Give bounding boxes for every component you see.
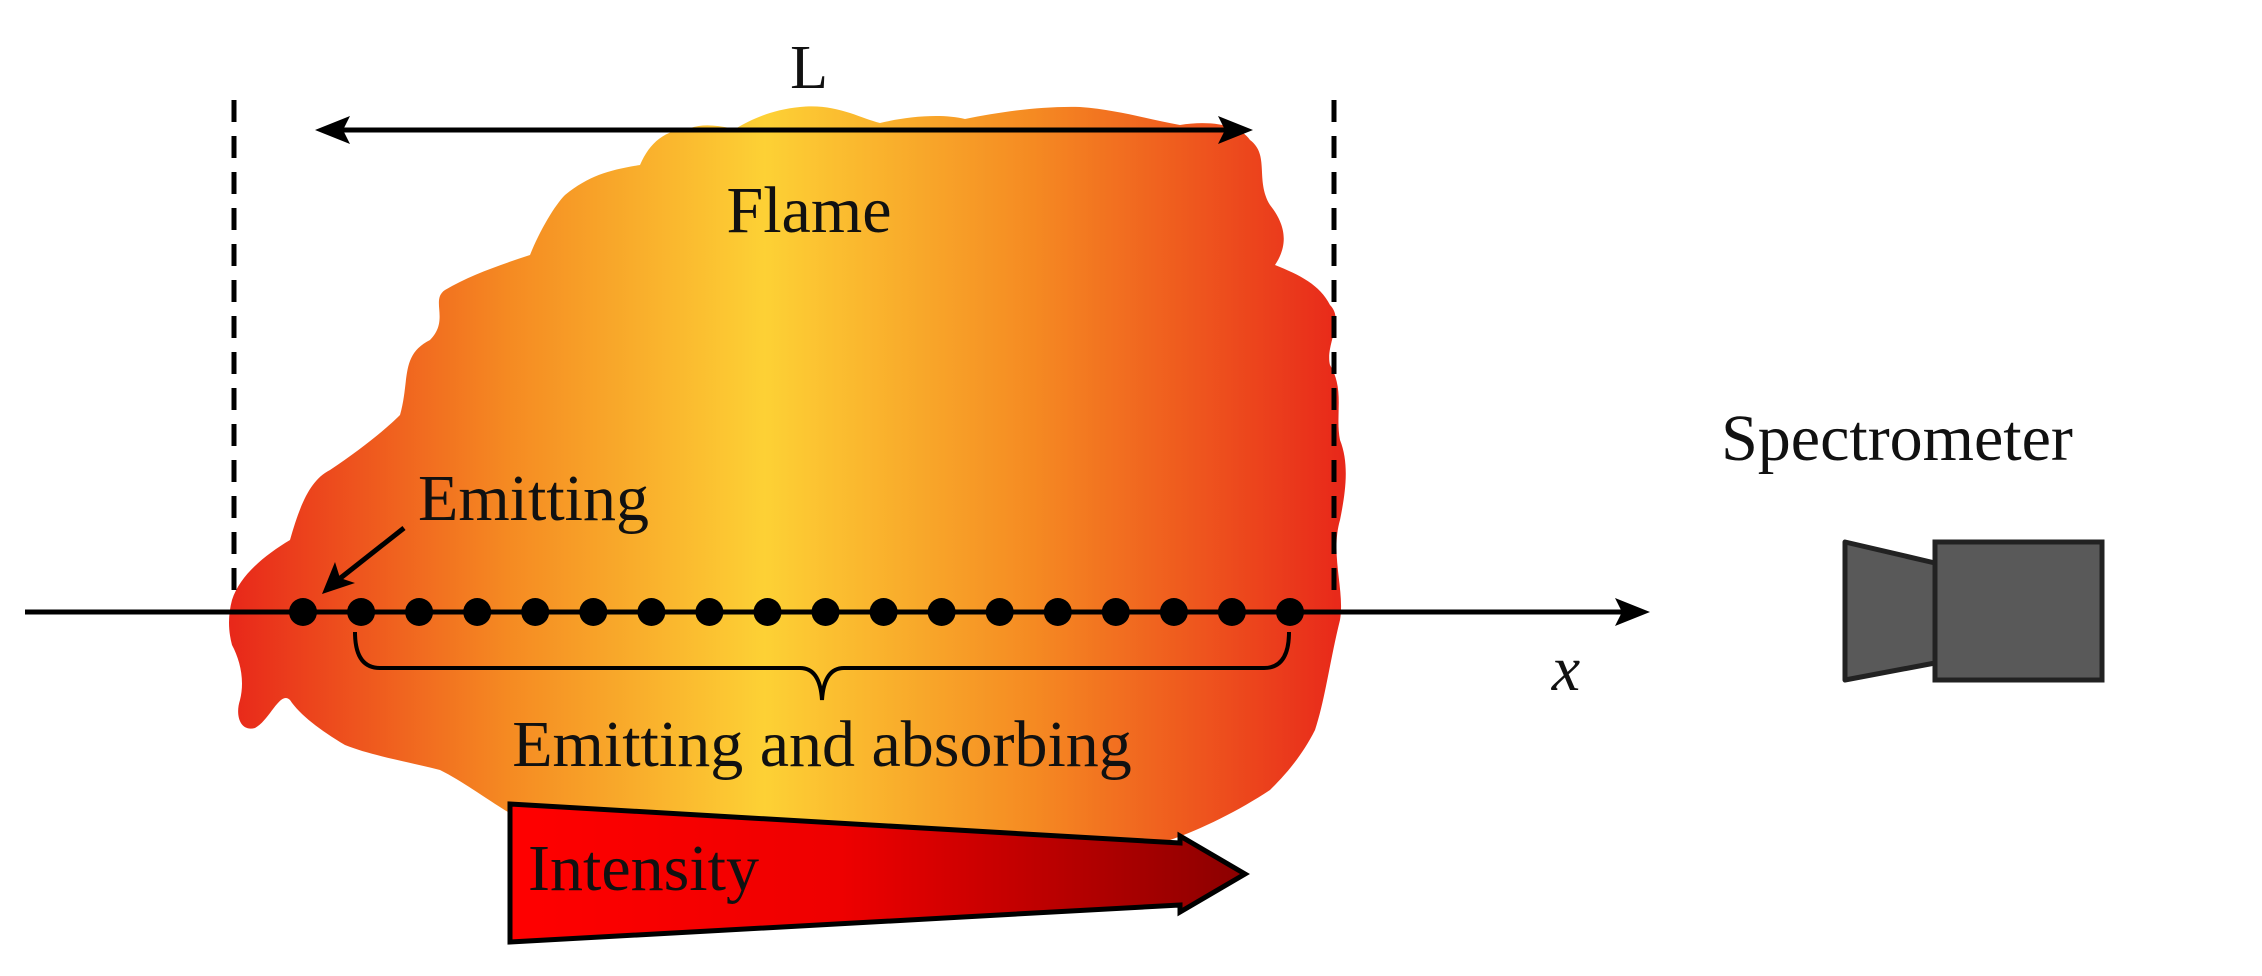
- flame-shape: [229, 106, 1346, 860]
- intensity-label: Intensity: [528, 832, 759, 905]
- line-of-sight-point: [1101, 598, 1130, 626]
- line-of-sight-point: [521, 598, 550, 626]
- line-of-sight-point: [695, 598, 724, 626]
- line-of-sight-point: [1276, 598, 1304, 626]
- x-axis-label: x: [1551, 633, 1580, 704]
- emitting-label: Emitting: [418, 462, 649, 535]
- line-of-sight-point: [1043, 598, 1072, 626]
- emitting-absorbing-brace: [353, 631, 1291, 701]
- spectrometer-label: Spectrometer: [1721, 402, 2073, 475]
- line-of-sight-point: [985, 598, 1014, 626]
- emitting-pointer-arrow: [322, 526, 406, 594]
- line-of-sight-point: [927, 598, 956, 626]
- intensity-wedge-arrow: [507, 801, 1250, 945]
- emitting-absorbing-label: Emitting and absorbing: [512, 708, 1132, 781]
- line-of-sight-point: [463, 598, 492, 626]
- line-of-sight-point: [753, 598, 782, 626]
- line-of-sight-point: [637, 598, 666, 626]
- line-of-sight-point: [811, 598, 840, 626]
- line-of-sight-point: [289, 598, 317, 626]
- camera-icon: [1842, 539, 2105, 683]
- line-of-sight-point: [579, 598, 608, 626]
- flame-label: Flame: [727, 174, 892, 247]
- line-of-sight-points: [289, 598, 1304, 626]
- line-of-sight-point: [869, 598, 898, 626]
- length-arrow: [315, 116, 1253, 144]
- line-of-sight-point: [1159, 598, 1188, 626]
- line-of-sight-point: [347, 598, 376, 626]
- line-of-sight-point: [1217, 598, 1246, 626]
- line-of-sight-point: [405, 598, 434, 626]
- length-label: L: [790, 34, 828, 102]
